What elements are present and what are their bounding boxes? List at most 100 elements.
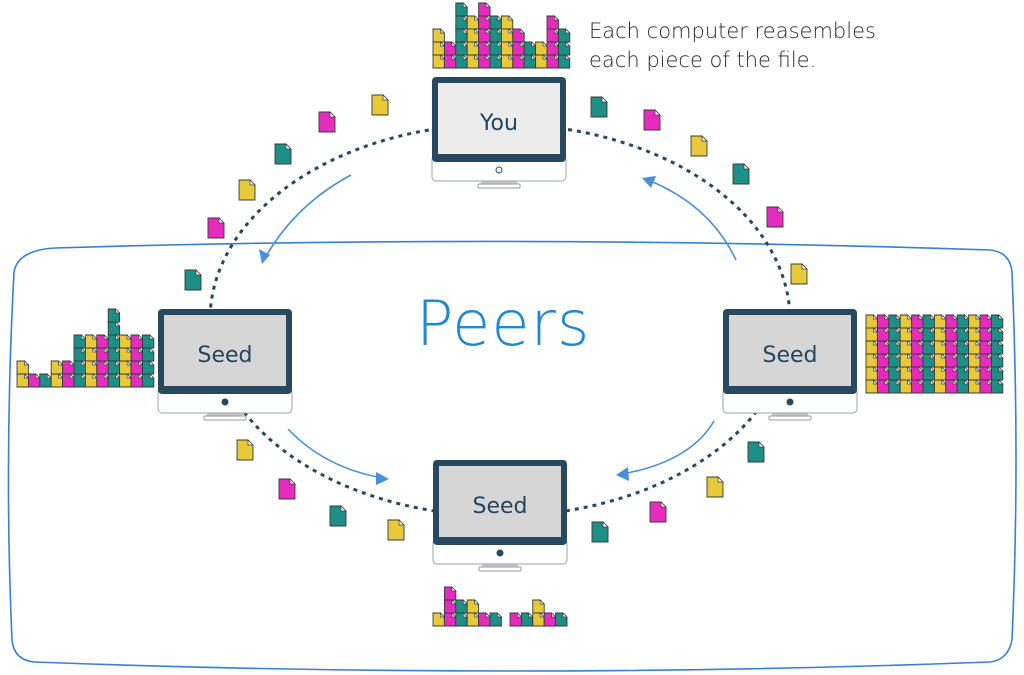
file-piece-icon — [489, 28, 503, 43]
computer-label: You — [479, 111, 518, 136]
file-piece-icon — [865, 314, 879, 329]
piece-column — [443, 586, 457, 627]
file-piece-icon — [922, 379, 936, 394]
file-piece-icon — [466, 612, 480, 627]
piece-column — [546, 15, 560, 69]
file-piece-icon — [979, 340, 993, 355]
file-piece-icon — [84, 373, 98, 388]
piece-column — [865, 314, 879, 394]
file-piece-icon — [478, 612, 491, 627]
file-piece-icon — [478, 28, 491, 43]
piece-column — [84, 334, 98, 388]
file-piece-icon — [747, 441, 765, 463]
file-piece-icon — [27, 373, 41, 388]
file-piece-icon — [990, 314, 1004, 329]
file-piece-icon — [933, 314, 947, 329]
file-piece-icon — [96, 347, 110, 362]
file-piece-icon — [899, 340, 913, 355]
file-piece-icon — [443, 599, 457, 614]
file-piece-icon — [990, 379, 1004, 394]
file-piece-icon — [238, 179, 256, 201]
file-piece-icon — [455, 599, 469, 614]
file-piece-icon — [876, 327, 890, 342]
file-piece-icon — [990, 353, 1004, 368]
file-piece-icon — [500, 15, 514, 30]
piece-stack-seed-bottom-a — [432, 586, 503, 627]
file-piece-icon — [130, 360, 144, 375]
piece-column — [500, 15, 514, 69]
piece-stacks — [16, 2, 1004, 627]
file-piece-icon — [478, 54, 491, 69]
file-piece-icon — [455, 15, 469, 30]
file-piece-icon — [535, 41, 548, 56]
file-piece-icon — [555, 612, 568, 627]
piece-column — [523, 41, 537, 69]
file-piece-icon — [945, 379, 959, 394]
file-piece-icon — [888, 353, 902, 368]
file-piece-icon — [557, 54, 571, 69]
piece-column — [39, 373, 53, 388]
file-piece-icon — [535, 54, 548, 69]
computer-label: Seed — [763, 343, 818, 368]
file-piece-icon — [466, 28, 480, 43]
file-piece-icon — [130, 334, 144, 349]
file-piece-icon — [922, 327, 936, 342]
power-button-icon — [221, 398, 229, 406]
transfer-right-to-you — [590, 96, 808, 285]
piece-column — [119, 334, 132, 388]
piece-column — [489, 612, 503, 627]
file-piece-icon — [968, 314, 981, 329]
file-piece-icon — [455, 2, 469, 17]
file-piece-icon — [119, 347, 132, 362]
file-piece-icon — [236, 439, 254, 461]
file-piece-icon — [130, 347, 144, 362]
piece-column — [27, 373, 41, 388]
file-piece-icon — [466, 599, 480, 614]
file-piece-icon — [16, 373, 30, 388]
file-piece-icon — [207, 217, 225, 239]
file-piece-icon — [899, 366, 913, 381]
file-piece-icon — [478, 15, 491, 30]
file-piece-icon — [443, 54, 457, 69]
piece-column — [107, 308, 121, 388]
piece-column — [489, 15, 503, 69]
file-piece-icon — [84, 360, 98, 375]
file-piece-icon — [130, 373, 144, 388]
file-piece-icon — [876, 314, 890, 329]
file-piece-icon — [73, 373, 87, 388]
piece-column — [512, 28, 526, 69]
file-piece-icon — [766, 206, 784, 228]
file-piece-icon — [466, 41, 480, 56]
piece-stack-you — [432, 2, 571, 69]
file-piece-icon — [73, 347, 87, 362]
file-piece-icon — [865, 353, 879, 368]
file-piece-icon — [489, 41, 503, 56]
arrow-head-right-to-bottom — [616, 467, 629, 481]
file-piece-icon — [956, 340, 970, 355]
caption-line-1: Each computer reasembles — [589, 19, 876, 43]
file-piece-icon — [911, 353, 924, 368]
file-piece-icon — [432, 54, 446, 69]
file-piece-icon — [500, 28, 514, 43]
computer-you: You — [431, 77, 567, 189]
piece-stack-seed-bottom-b — [509, 599, 568, 627]
file-piece-icon — [888, 379, 902, 394]
file-piece-icon — [371, 94, 389, 116]
computer-label: Seed — [473, 494, 528, 519]
file-piece-icon — [876, 340, 890, 355]
power-button-icon — [495, 166, 503, 174]
piece-column — [478, 612, 491, 627]
piece-column — [73, 334, 87, 388]
file-piece-icon — [478, 41, 491, 56]
file-piece-icon — [990, 327, 1004, 342]
transfer-you-to-left — [184, 94, 389, 291]
piece-column — [933, 314, 947, 394]
file-piece-icon — [96, 334, 110, 349]
file-piece-icon — [443, 586, 457, 601]
file-piece-icon — [84, 334, 98, 349]
file-piece-icon — [922, 340, 936, 355]
file-piece-icon — [876, 379, 890, 394]
file-piece-icon — [489, 15, 503, 30]
file-piece-icon — [107, 347, 121, 362]
